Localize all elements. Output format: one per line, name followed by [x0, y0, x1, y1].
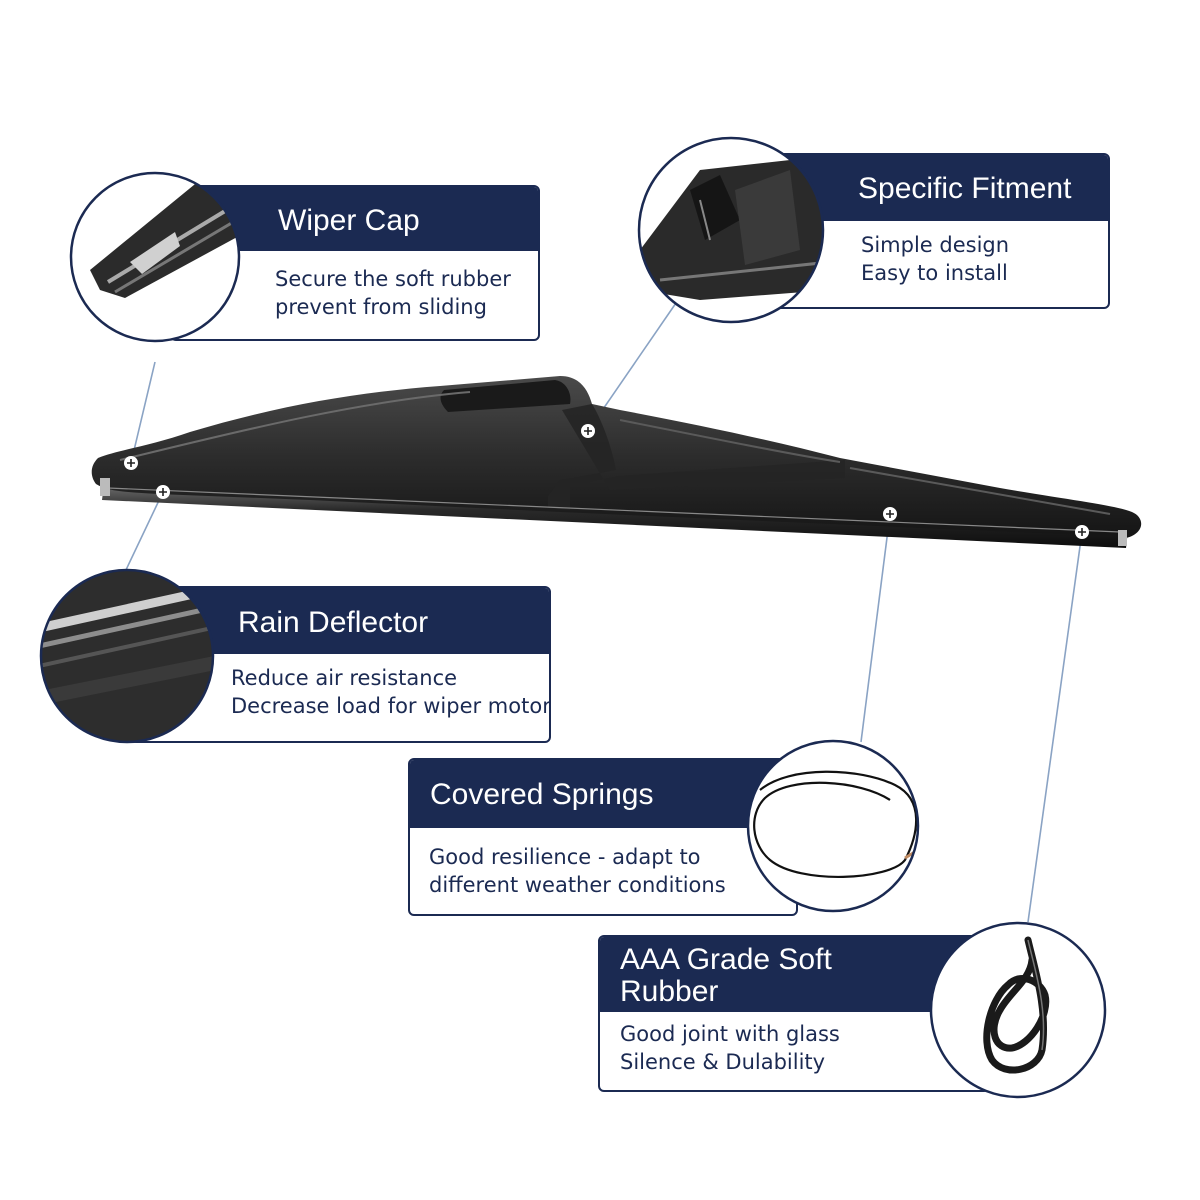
wiper-cap-card: Wiper Cap Secure the soft rubber prevent… [170, 185, 540, 341]
covered-springs-card: Covered Springs Good resilience - adapt … [408, 758, 798, 916]
rain-deflector-line-1: Reduce air resistance [231, 666, 458, 690]
marker-soft-rubber [1075, 525, 1089, 539]
soft-rubber-body: Good joint with glass Silence & Dulabili… [600, 1012, 988, 1076]
specific-fitment-card: Specific Fitment Simple design Easy to i… [740, 153, 1110, 309]
wiper-blade-illustration [91, 376, 1142, 548]
rain-deflector-card: Rain Deflector Reduce air resistance Dec… [130, 586, 551, 743]
wiper-cap-line-1: Secure the soft rubber [275, 267, 511, 291]
specific-fitment-line-2: Easy to install [861, 261, 1008, 285]
rain-deflector-title: Rain Deflector [132, 588, 549, 654]
soft-rubber-card: AAA Grade Soft Rubber Good joint with gl… [598, 935, 990, 1092]
leader-rain-deflector [124, 491, 164, 573]
wiper-cap-title: Wiper Cap [172, 187, 538, 251]
soft-rubber-line-2: Silence & Dulability [620, 1050, 826, 1074]
specific-fitment-line-1: Simple design [861, 233, 1010, 257]
marker-covered-springs [883, 507, 897, 521]
specific-fitment-body: Simple design Easy to install [742, 221, 1108, 287]
wiper-cap-body: Secure the soft rubber prevent from slid… [172, 251, 538, 321]
marker-dots [124, 424, 1089, 539]
soft-rubber-title-line-1: AAA Grade Soft [620, 943, 832, 976]
soft-rubber-line-1: Good joint with glass [620, 1022, 840, 1046]
wiper-cap-line-2: prevent from sliding [275, 295, 487, 319]
leader-soft-rubber [1027, 531, 1083, 923]
specific-fitment-title: Specific Fitment [742, 155, 1108, 221]
marker-wiper-cap [124, 456, 138, 470]
rain-deflector-line-2: Decrease load for wiper motor [231, 694, 551, 718]
marker-specific-fitment [581, 424, 595, 438]
covered-springs-line-2: different weather conditions [429, 873, 726, 897]
covered-springs-body: Good resilience - adapt to different wea… [410, 828, 796, 899]
covered-springs-line-1: Good resilience - adapt to [429, 845, 701, 869]
rain-deflector-body: Reduce air resistance Decrease load for … [132, 654, 549, 720]
leader-wiper-cap [130, 361, 156, 464]
soft-rubber-title-line-2: Rubber [620, 975, 719, 1008]
soft-rubber-title: AAA Grade Soft Rubber [600, 937, 988, 1012]
leader-covered-springs [860, 513, 891, 743]
covered-springs-title: Covered Springs [410, 760, 796, 828]
marker-rain-deflector [156, 485, 170, 499]
